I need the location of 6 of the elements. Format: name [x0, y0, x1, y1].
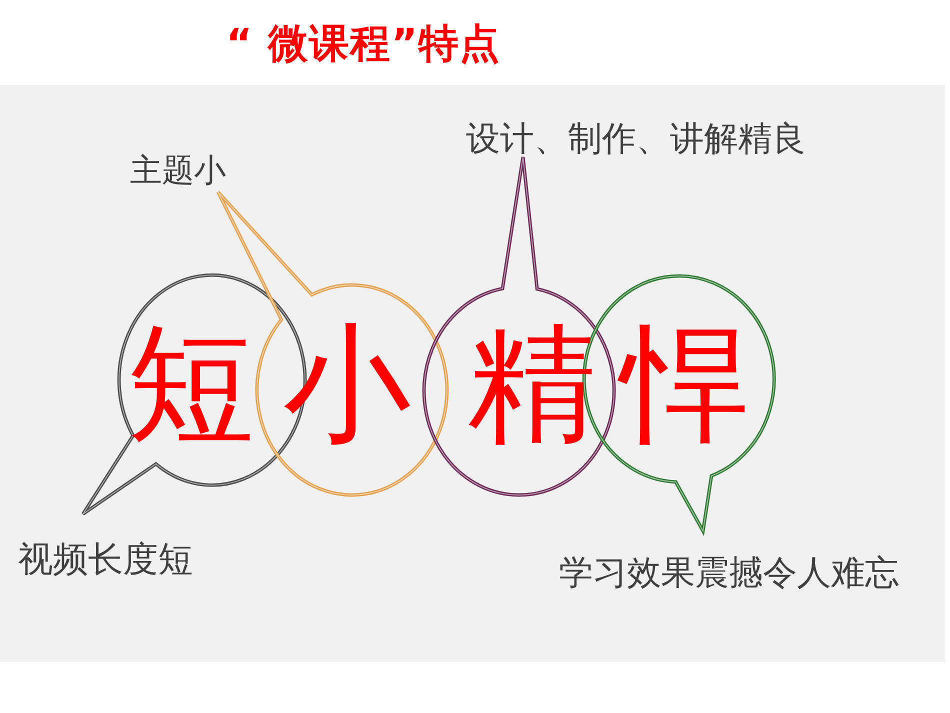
callout-text: 视频长度短 — [18, 539, 193, 581]
callout-text: 主题小 — [130, 151, 226, 190]
callout-text: 学习效果震撼令人难忘 — [559, 553, 899, 594]
callout-text: 设计、制作、讲解精良 — [466, 119, 806, 160]
title: “ 微课程”特点 — [226, 20, 501, 68]
key-character: 短 — [127, 321, 255, 449]
